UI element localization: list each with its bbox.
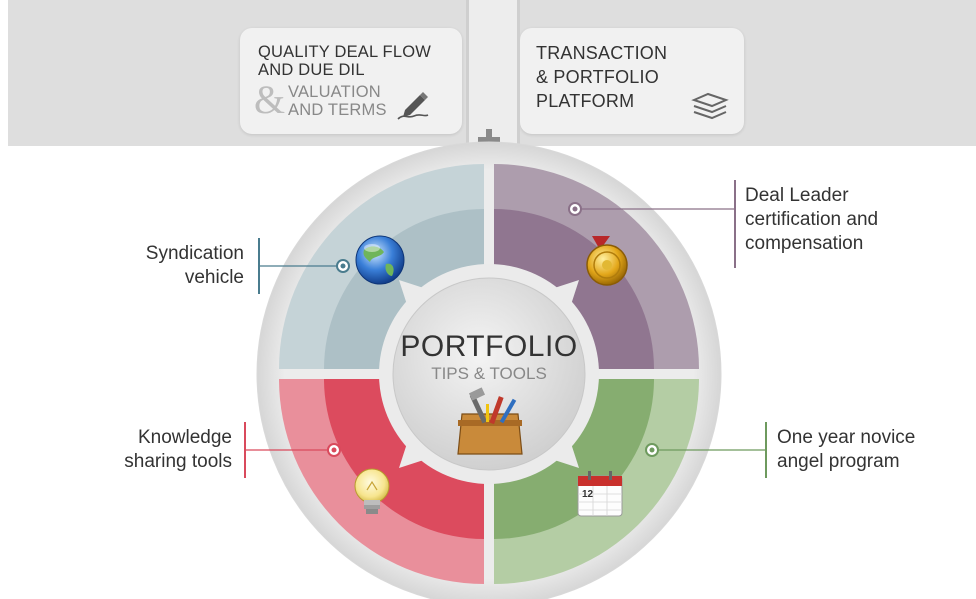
center-subtitle: TIPS & TOOLS xyxy=(431,364,547,383)
card-deal-flow: QUALITY DEAL FLOW AND DUE DIL & VALUATIO… xyxy=(240,28,462,134)
deal-leader-label: Deal Leader certification and compensati… xyxy=(745,184,945,256)
knowledge-label-line1: Knowledge xyxy=(137,427,232,448)
card-platform-line1: TRANSACTION xyxy=(536,43,668,63)
card-platform: TRANSACTION & PORTFOLIO PLATFORM xyxy=(520,28,744,134)
connector-deal-leader xyxy=(568,202,735,216)
plus-icon xyxy=(478,129,500,151)
center-title: PORTFOLIO xyxy=(400,330,578,363)
center-hub xyxy=(392,277,586,471)
pen-sign-icon xyxy=(397,92,429,120)
syndication-accent-line xyxy=(258,238,260,294)
syndication-label-line1: Syndication xyxy=(145,243,244,264)
card-deal-flow-line3: VALUATION xyxy=(288,83,381,101)
connector-knowledge xyxy=(245,443,341,457)
toolbox-icon xyxy=(457,387,523,455)
calendar-day: 12 xyxy=(582,489,594,500)
syndication-label: Syndication vehicle xyxy=(90,242,244,290)
novice-label-line2: angel program xyxy=(777,451,900,472)
novice-label: One year novice angel program xyxy=(777,426,967,474)
deal-leader-label-line3: compensation xyxy=(745,233,864,254)
knowledge-accent-line xyxy=(244,422,246,478)
deal-leader-label-line2: certification and xyxy=(745,209,879,230)
syndication-label-line2: vehicle xyxy=(184,267,244,288)
card-platform-line3: PLATFORM xyxy=(536,91,635,111)
calendar-icon: 12 xyxy=(577,471,623,517)
globe-icon xyxy=(355,235,405,285)
card-deal-flow-ampersand: & xyxy=(254,77,286,122)
novice-label-line1: One year novice xyxy=(777,427,916,448)
card-deal-flow-line2: AND DUE DIL xyxy=(258,61,365,79)
medal-icon xyxy=(586,236,628,286)
lightbulb-icon xyxy=(354,468,390,514)
knowledge-label-line2: sharing tools xyxy=(124,451,232,472)
paper-stack-icon xyxy=(691,92,729,120)
deal-leader-label-line1: Deal Leader xyxy=(745,185,849,206)
card-deal-flow-line4: AND TERMS xyxy=(288,101,387,119)
card-deal-flow-line1: QUALITY DEAL FLOW xyxy=(258,43,432,61)
deal-leader-accent-line xyxy=(734,180,736,268)
connector-syndication xyxy=(259,259,350,273)
novice-accent-line xyxy=(765,422,767,478)
connector-novice xyxy=(645,443,766,457)
card-platform-line2: & PORTFOLIO xyxy=(536,67,659,87)
knowledge-label: Knowledge sharing tools xyxy=(80,426,232,474)
